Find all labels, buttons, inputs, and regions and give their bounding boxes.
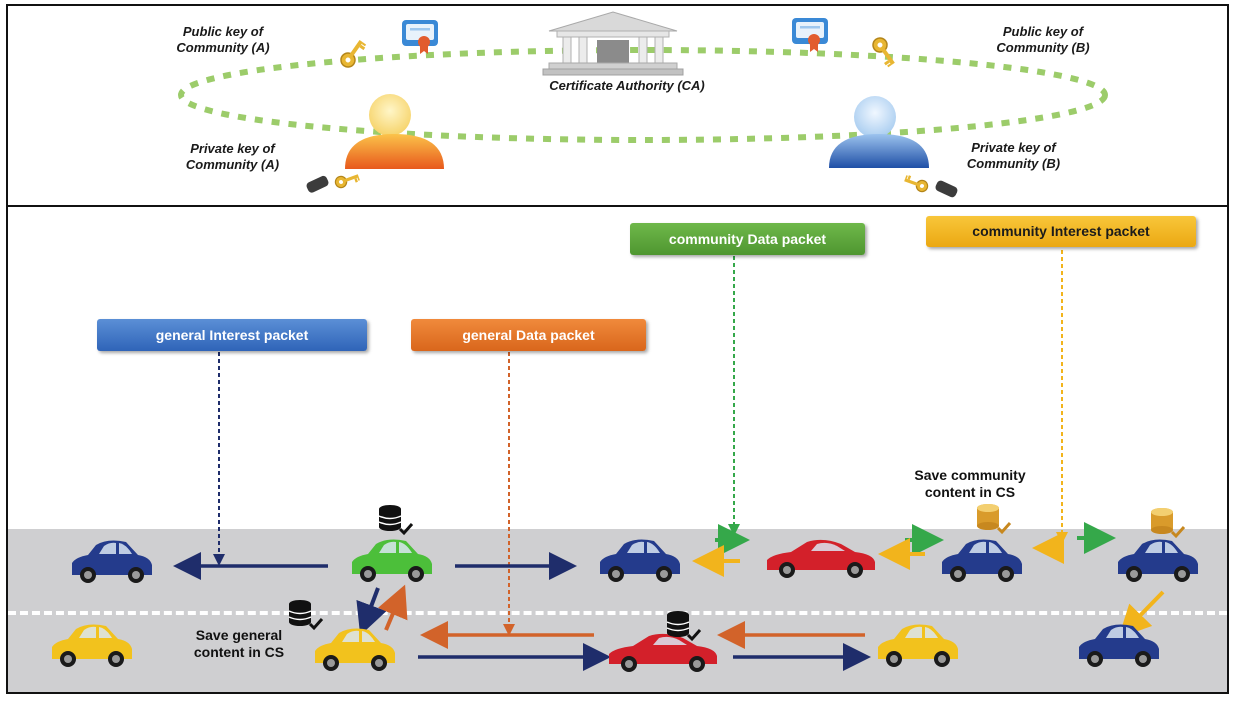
community-a-person-icon [345, 94, 444, 169]
content-store-icon-red [665, 609, 702, 641]
lane-marking [8, 611, 1227, 615]
community-data-packet-label: community Data packet [630, 223, 865, 255]
arrow-general-data-up [377, 584, 408, 631]
vehicle-blue-2 [600, 539, 680, 582]
arrow-general-interest-down [356, 587, 387, 636]
public-key-icon-a [337, 36, 368, 71]
diagram-frame [6, 4, 1229, 694]
general-data-packet-label: general Data packet [411, 319, 646, 351]
private-key-a-label: Private key of Community (A) [185, 141, 280, 172]
arrow-community-interest-diagonal [1118, 590, 1165, 638]
vehicle-yellow-cache [315, 628, 395, 671]
ca-trust-ring [178, 47, 1108, 143]
public-key-a-label: Public key of Community (A) [176, 24, 270, 55]
save-community-content-note: Save community content in CS [914, 467, 1026, 500]
content-store-icon-yellow [287, 598, 324, 630]
ca-building-icon [542, 11, 684, 76]
certificate-icon-a [402, 20, 438, 54]
content-store-icon-green [377, 503, 414, 535]
content-store-icon-community-2 [1149, 506, 1186, 538]
public-key-b-label: Public key of Community (B) [996, 24, 1090, 55]
public-key-icon-b [869, 34, 900, 69]
private-key-b-label: Private key of Community (B) [966, 140, 1061, 171]
vehicle-red-cache [609, 633, 717, 672]
vehicle-red-1 [767, 539, 875, 578]
vehicle-yellow-2 [878, 624, 958, 667]
certificate-icon-b [792, 18, 828, 52]
content-store-icon-community-1 [975, 502, 1012, 534]
general-interest-packet-label: general Interest packet [97, 319, 367, 351]
section-divider [6, 205, 1229, 207]
private-key-icon-a [306, 169, 361, 193]
vehicle-green-cache [352, 539, 432, 582]
vehicle-blue-community-2 [1118, 539, 1198, 582]
community-interest-packet-label: community Interest packet [926, 216, 1196, 247]
vehicle-blue-1 [72, 540, 152, 583]
vehicle-blue-3 [1079, 624, 1159, 667]
vehicle-yellow-1 [52, 624, 132, 667]
community-b-person-icon [829, 96, 929, 168]
ca-label: Certificate Authority (CA) [549, 78, 705, 93]
vehicle-blue-community-1 [942, 539, 1022, 582]
save-general-content-note: Save general content in CS [193, 627, 285, 660]
private-key-icon-b [902, 173, 958, 198]
